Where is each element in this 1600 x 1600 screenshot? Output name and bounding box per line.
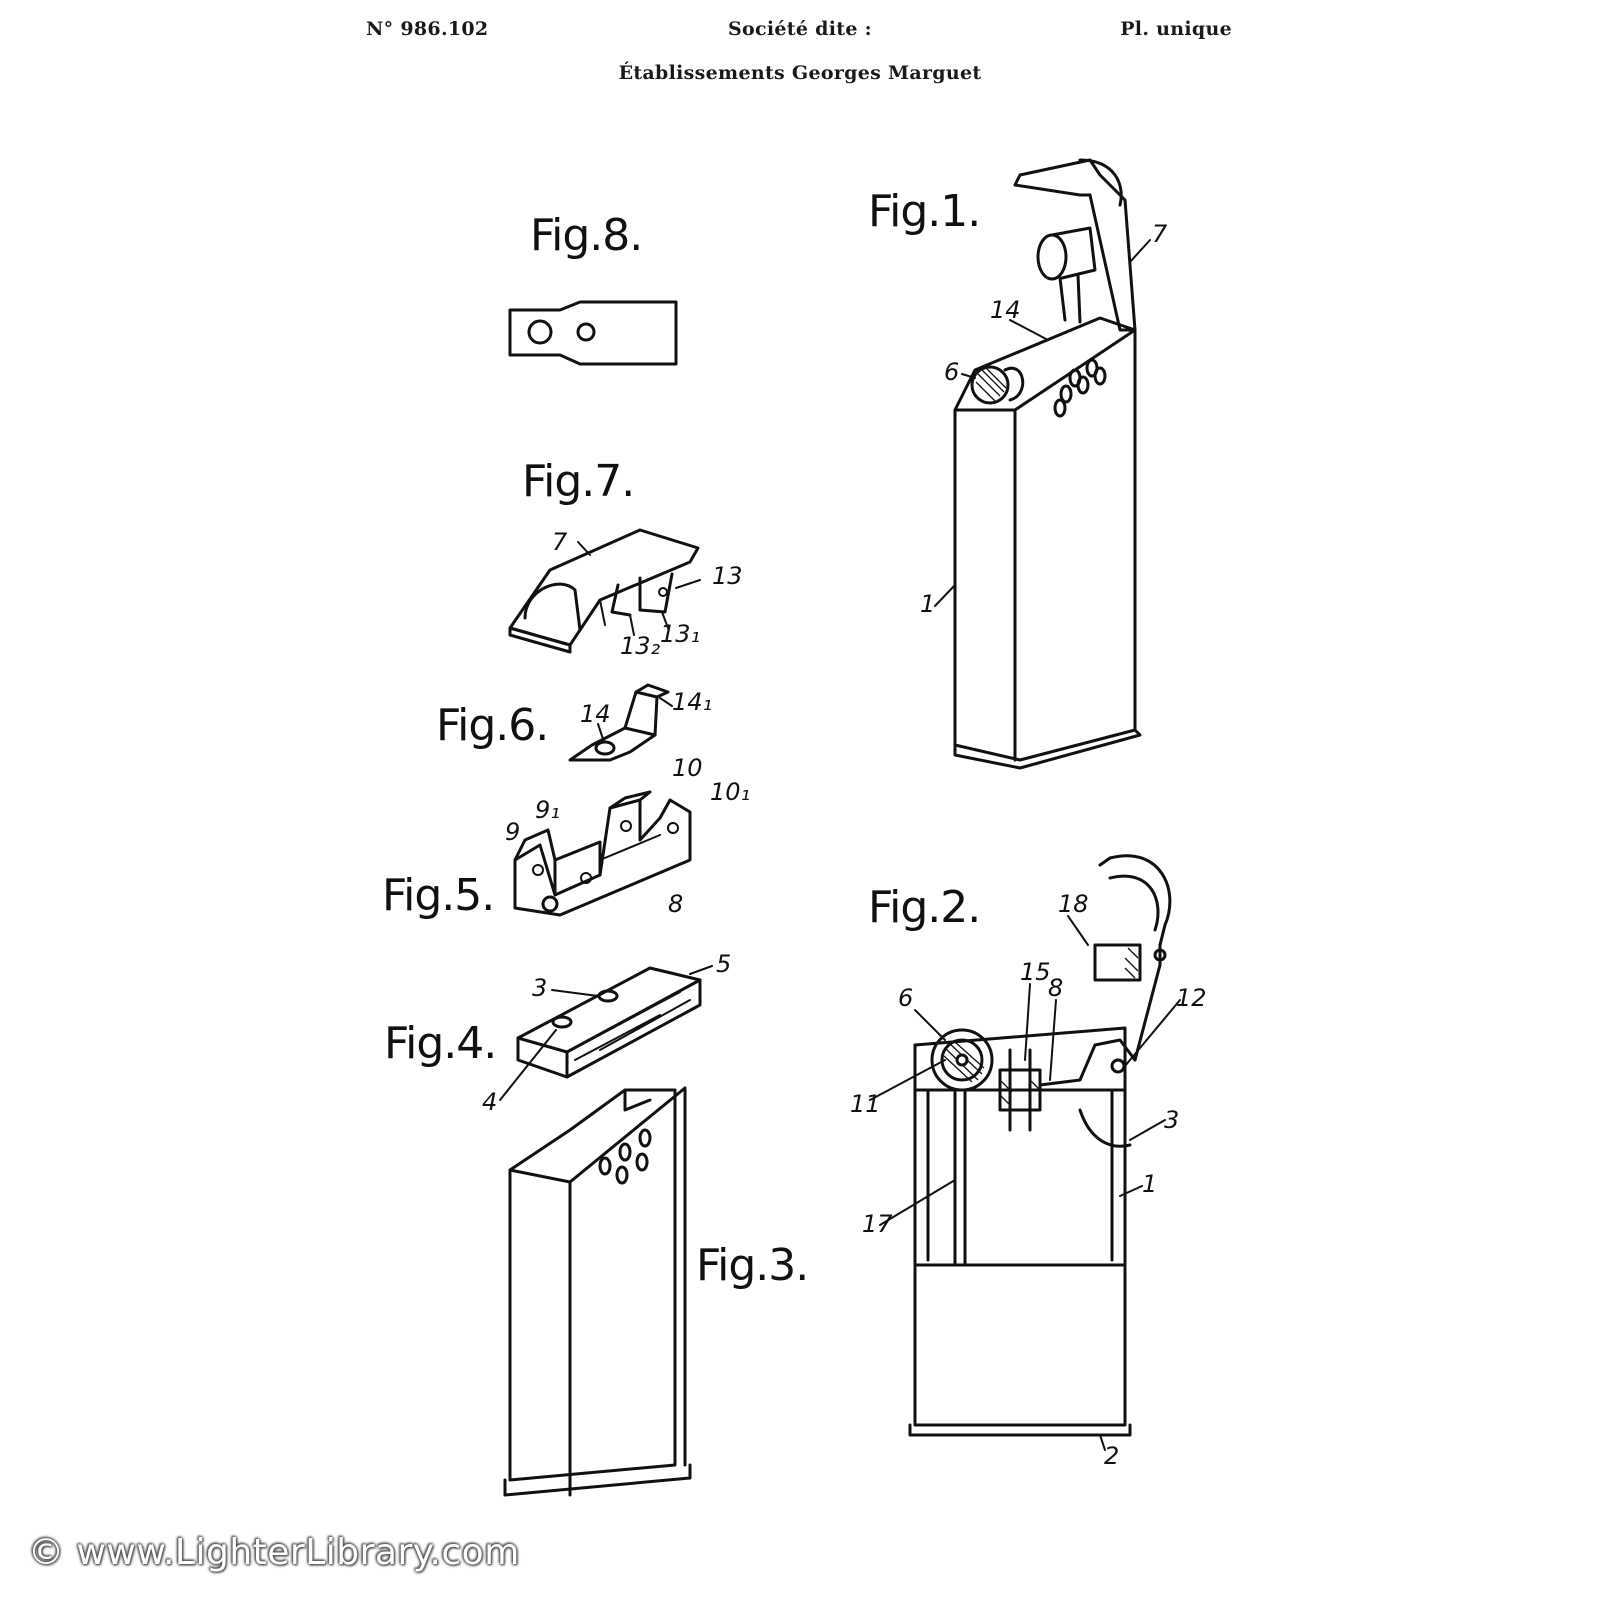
- fig2-ref-3: 3: [1164, 1106, 1179, 1134]
- fig2-ref-8: 8: [1048, 974, 1063, 1002]
- fig5-ref-8: 8: [668, 890, 683, 918]
- company-name: Établissements Georges Marguet: [618, 62, 982, 84]
- fig7-ref-7: 7: [552, 528, 568, 556]
- fig2-ref-6: 6: [898, 984, 913, 1012]
- fig5-ref-9-1: 9₁: [535, 796, 560, 824]
- fig5-ref-10-1: 10₁: [710, 778, 750, 806]
- fig4-block-part: [516, 966, 702, 1079]
- fig3-label: Fig.3.: [696, 1240, 808, 1291]
- fig6-bracket-part: [568, 683, 670, 762]
- fig2-ref-18: 18: [1058, 890, 1089, 918]
- fig4-label: Fig.4.: [384, 1018, 496, 1069]
- fig5-ref-10: 10: [672, 754, 703, 782]
- fig5-label: Fig.5.: [382, 870, 494, 921]
- patent-number: N° 986.102: [366, 18, 489, 40]
- fig7-ref-13-2: 13₂: [620, 632, 661, 660]
- fig1-ref-6: 6: [944, 358, 959, 386]
- fig7-ref-13: 13: [712, 562, 743, 590]
- fig6-ref-14: 14: [580, 700, 611, 728]
- fig1-label: Fig.1.: [868, 186, 980, 237]
- fig7-lid-part: [508, 528, 700, 654]
- fig3-case-part: [503, 1086, 692, 1497]
- plate-label: Pl. unique: [1120, 18, 1232, 40]
- fig4-ref-3: 3: [532, 974, 547, 1002]
- fig4-ref-5: 5: [716, 950, 731, 978]
- fig2-ref-1: 1: [1142, 1170, 1157, 1198]
- fig2-ref-12: 12: [1176, 984, 1207, 1012]
- fig1-ref-7: 7: [1152, 220, 1168, 248]
- fig2-ref-17: 17: [862, 1210, 893, 1238]
- fig2-cross-section: [908, 854, 1172, 1437]
- fig2-ref-11: 11: [850, 1090, 881, 1118]
- fig8-label: Fig.8.: [530, 210, 642, 261]
- fig1-ref-1: 1: [920, 590, 935, 618]
- fig8-strip-part: [508, 300, 678, 366]
- fig2-ref-15: 15: [1020, 958, 1051, 986]
- fig5-ref-9: 9: [505, 818, 520, 846]
- fig7-label: Fig.7.: [522, 456, 634, 507]
- fig1-lighter-assembly: [953, 158, 1142, 770]
- fig1-ref-14: 14: [990, 296, 1021, 324]
- company-label: Société dite :: [728, 18, 872, 40]
- fig2-label: Fig.2.: [868, 882, 980, 933]
- watermark: © www.LighterLibrary.com: [28, 1532, 520, 1573]
- fig4-ref-4: 4: [482, 1088, 497, 1116]
- fig2-ref-2: 2: [1104, 1442, 1119, 1470]
- fig6-label: Fig.6.: [436, 700, 548, 751]
- fig6-ref-14-1: 14₁: [672, 688, 712, 716]
- fig5-frame-part: [513, 790, 692, 917]
